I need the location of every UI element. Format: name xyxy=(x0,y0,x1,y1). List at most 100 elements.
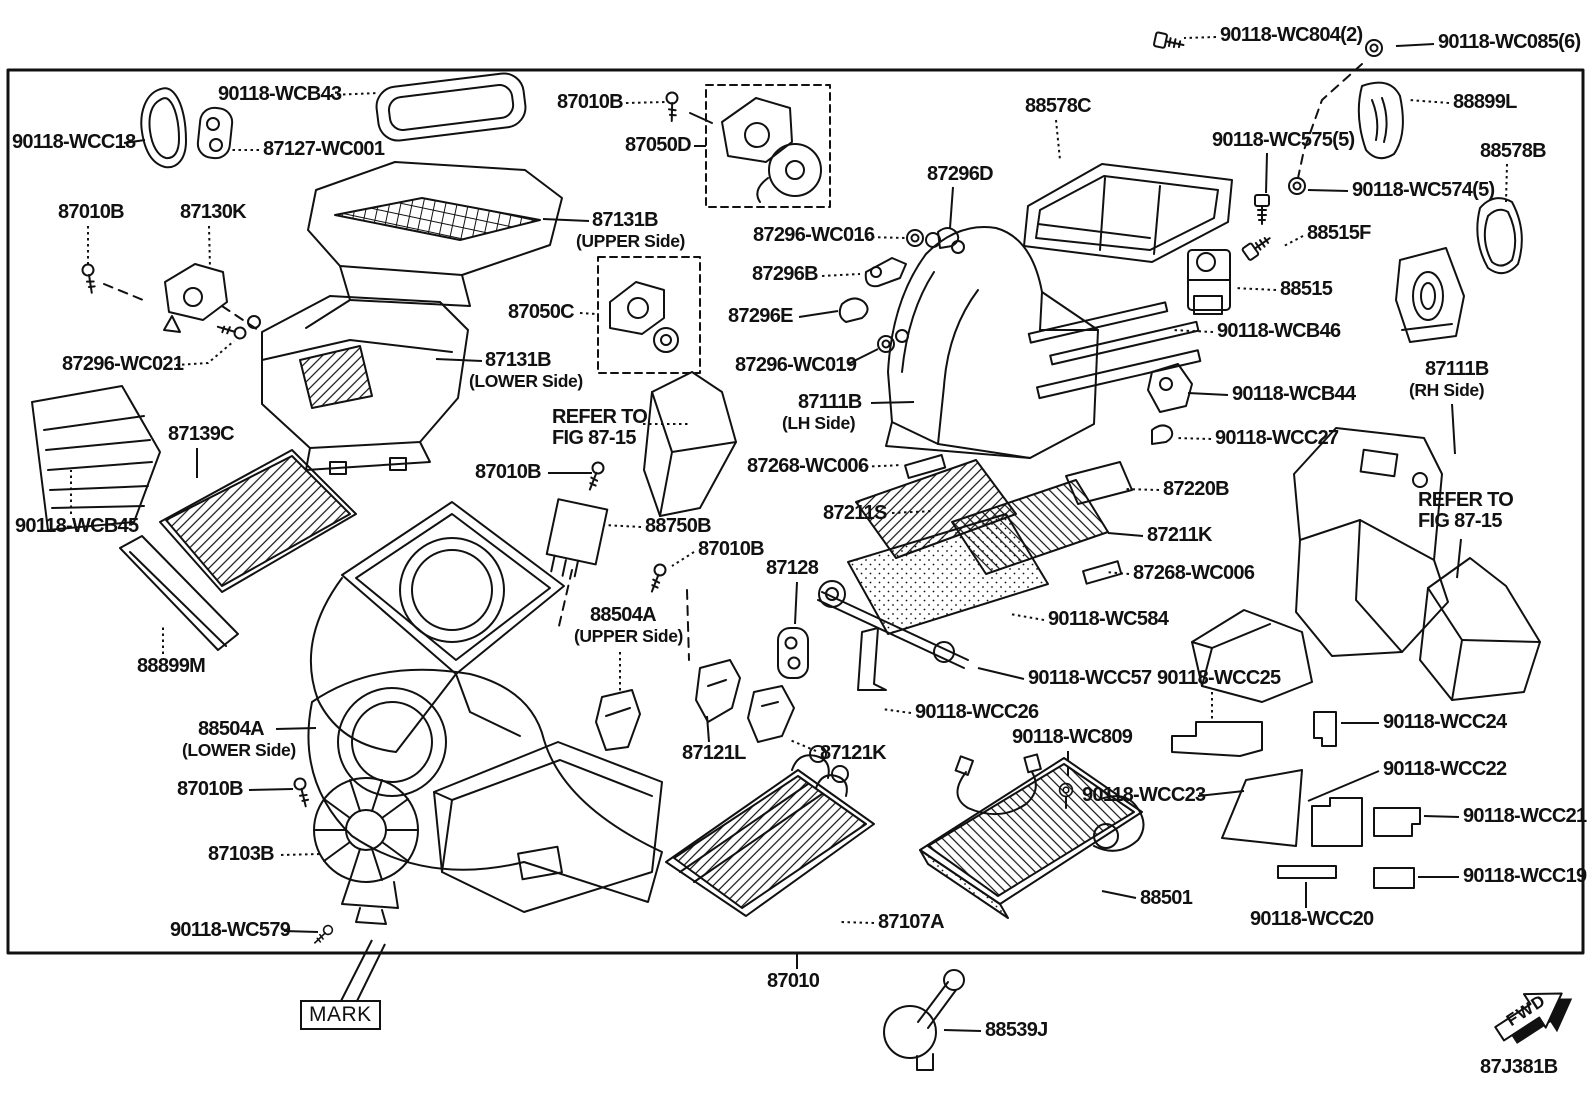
part-label: 90118-WCC22 xyxy=(1383,758,1507,780)
part-label: 87010B xyxy=(557,91,624,113)
leader-line xyxy=(435,358,483,362)
leader-line xyxy=(891,510,935,514)
figure-code: 87J381B xyxy=(1480,1056,1558,1078)
part-label: 90118-WCC19 xyxy=(1463,866,1587,887)
leader-line xyxy=(123,139,146,144)
leader-line xyxy=(340,939,373,1002)
part-number-text: 90118-WC575(5) xyxy=(1212,129,1355,151)
part-label: 88539J xyxy=(985,1020,1048,1041)
part-number-text: 88501 xyxy=(1140,887,1193,909)
part-number-text: 90118-WCC22 xyxy=(1383,758,1507,780)
part-number-text: 90118-WC574(5) xyxy=(1352,179,1495,201)
part-number-text: REFER TO xyxy=(1418,489,1514,511)
leader-line xyxy=(579,312,597,315)
part-label: 88504A(LOWER Side) xyxy=(182,719,296,761)
part-number-text: 87121L xyxy=(682,742,746,764)
part-label: 88578C xyxy=(1025,95,1092,117)
part-label: 87121K xyxy=(820,743,887,764)
part-label: 88504A(UPPER Side) xyxy=(574,604,683,647)
part-label: 90118-WCC24 xyxy=(1383,712,1507,733)
part-number-text: 87220B xyxy=(1163,478,1230,500)
fwd-arrow-icon xyxy=(1494,992,1573,1044)
part-label: 87010B xyxy=(177,779,244,800)
part-label: 88899L xyxy=(1453,92,1517,113)
part-label: 87107A xyxy=(878,912,945,933)
part-number-text: 88899M xyxy=(137,655,206,677)
part-number-text: 87010B xyxy=(58,201,125,223)
part-label: 88501 xyxy=(1140,887,1193,909)
part-label: 88515F xyxy=(1307,223,1371,244)
part-label: 90118-WCC27 xyxy=(1215,428,1339,449)
part-label: 90118-WCB43 xyxy=(218,84,342,105)
part-label: 87296-WC019 xyxy=(735,354,857,376)
part-number-text: 87111B xyxy=(798,391,862,413)
part-number-text: 88578B xyxy=(1480,140,1547,162)
part-number-text: 88504A xyxy=(590,604,657,626)
part-label: 90118-WCB46 xyxy=(1217,320,1341,342)
leader-line xyxy=(283,930,319,933)
part-label-subtext: FIG 87-15 xyxy=(552,427,636,449)
leader-line xyxy=(603,524,642,528)
part-label: 87010B xyxy=(475,462,542,483)
part-label: 87131B(LOWER Side) xyxy=(469,350,583,392)
leader-line xyxy=(1105,571,1130,575)
part-label: 90118-WC809 xyxy=(1012,727,1133,748)
leader-line xyxy=(870,401,915,404)
part-label: 90118-WC085(6) xyxy=(1438,32,1581,53)
part-label: 87130K xyxy=(180,202,247,223)
leader-line xyxy=(794,581,798,625)
part-number-text: 87268-WC006 xyxy=(747,455,869,477)
part-number-text: 90118-WCC18 xyxy=(12,131,136,153)
part-label: 90118-WC584 xyxy=(1048,609,1169,630)
part-number-text: 88750B xyxy=(645,515,712,537)
part-number-text: 88515F xyxy=(1307,222,1371,244)
part-label: 87296-WC016 xyxy=(753,225,875,246)
part-number-text: 90118-WCB45 xyxy=(15,515,139,537)
part-label-subtext: (UPPER Side) xyxy=(576,231,685,251)
part-label: 87050D xyxy=(625,134,692,156)
part-label: 87010 xyxy=(767,970,820,992)
part-label-subtext: (UPPER Side) xyxy=(574,626,683,646)
leader-line xyxy=(1171,329,1214,333)
part-number-text: 87296-WC021 xyxy=(62,353,184,375)
part-number-text: 90118-WC804(2) xyxy=(1220,24,1363,46)
part-number-text: 90118-WCC23 xyxy=(1082,784,1206,806)
part-label: 87050C xyxy=(508,302,575,323)
part-number-text: REFER TO xyxy=(552,406,648,428)
leader-line xyxy=(175,340,235,366)
part-number-text: 87139C xyxy=(168,423,235,445)
leader-line xyxy=(1408,99,1450,104)
leader-line xyxy=(542,218,590,222)
part-label: 87131B(UPPER Side) xyxy=(576,210,685,252)
part-label: 87296D xyxy=(927,164,994,185)
leader-line xyxy=(798,310,839,318)
part-number-text: 87010B xyxy=(557,91,624,113)
leader-line xyxy=(671,551,695,567)
leader-line xyxy=(977,667,1025,680)
part-label: 90118-WCC18 xyxy=(12,131,136,153)
leader-line xyxy=(1197,790,1245,797)
leader-line xyxy=(248,788,294,791)
part-number-text: 88578C xyxy=(1025,95,1092,117)
part-number-text: 87296-WC019 xyxy=(735,354,857,376)
part-label: 87128 xyxy=(766,558,819,579)
part-label: 87220B xyxy=(1163,478,1230,500)
part-number-text: 87010 xyxy=(767,970,820,992)
part-label: 90118-WC574(5) xyxy=(1352,180,1495,201)
leader-line xyxy=(1423,815,1460,818)
part-number-text: 90118-WCB44 xyxy=(1232,383,1356,405)
part-label: 87268-WC006 xyxy=(747,455,869,477)
part-number-text: 87127-WC001 xyxy=(263,138,385,160)
leader-line xyxy=(1307,770,1380,802)
part-label: 88899M xyxy=(137,655,206,677)
part-number-text: 90118-WCC57 xyxy=(1028,667,1152,689)
part-label: 87296E xyxy=(728,306,793,327)
part-number-text: 90118-WCB46 xyxy=(1217,320,1341,342)
part-label: 87268-WC006 xyxy=(1133,563,1255,584)
part-label: 88515 xyxy=(1280,279,1333,300)
part-number-text: 87010B xyxy=(698,538,765,560)
part-number-text: 87050D xyxy=(625,134,692,156)
